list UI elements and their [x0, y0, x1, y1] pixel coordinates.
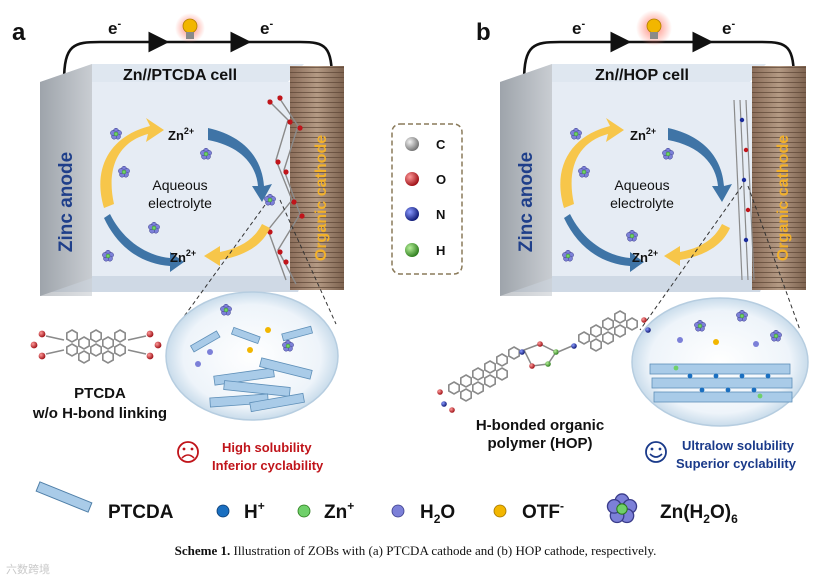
- panel-letter-b: b: [476, 19, 491, 46]
- ptcda-stick-icon: [35, 481, 93, 513]
- cell-title-b: Zn//HOP cell: [595, 67, 689, 84]
- svg-text:Zn2+: Zn2+: [630, 126, 656, 143]
- property-b-line2: Superior cyclability: [676, 456, 797, 471]
- ptcda-molecule-model: [30, 329, 162, 364]
- electrolyte-label-b-line1: Aqueous: [614, 177, 669, 193]
- yellow-ion-arrow-b-bottom: [664, 224, 730, 266]
- panel-letter-a: a: [12, 19, 26, 46]
- cell-box-top-a: [40, 64, 304, 82]
- electrolyte-label-a-line1: Aqueous: [152, 177, 207, 193]
- electron-label-b-right: e: [722, 19, 731, 38]
- dissolved-ptcda-sticks-a: [189, 325, 314, 413]
- anode-label-b: Zinc anode: [516, 152, 537, 252]
- legend-h: H: [244, 502, 258, 523]
- water-molecule-icon: [391, 504, 405, 518]
- species-legend: PTCDA H+ Zn+ H2O OTF- Zn(H2O)6: [35, 481, 738, 526]
- hop-stacked-layers-b: [649, 363, 793, 403]
- blue-ion-arrow-b-bottom: [564, 214, 644, 272]
- molecule-name-a-line1: PTCDA: [74, 385, 126, 402]
- panel-a: a e- e- Zn//PTCDA cell Zinc anode Organi…: [12, 13, 344, 473]
- hop-molecule-model: [437, 310, 651, 413]
- electrolyte-label-b-line2: electrolyte: [610, 195, 674, 211]
- ion-label-b-bottom: Zn: [632, 250, 648, 265]
- caption-text: Illustration of ZOBs with (a) PTCDA cath…: [233, 543, 657, 558]
- svg-text:e-: e-: [572, 18, 585, 38]
- zoom-bubble-a: [165, 291, 339, 421]
- blue-ion-arrow-a-bottom: [104, 214, 184, 272]
- svg-text:Zn+: Zn+: [324, 499, 354, 523]
- happy-face-icon: [645, 441, 667, 463]
- zinc-ion-icon: [297, 504, 311, 518]
- property-a-line1: High solubility: [222, 440, 312, 455]
- atom-key-o: O: [436, 172, 446, 187]
- blue-ion-arrow-b-top: [668, 128, 732, 202]
- yellow-ion-arrow-b: [560, 118, 624, 208]
- legend-zn: Zn: [324, 502, 347, 523]
- carbon-atom-icon: [405, 137, 419, 151]
- svg-text:e-: e-: [260, 18, 273, 38]
- cathode-label-a: Organic cathode: [313, 135, 330, 261]
- anode-label-a: Zinc anode: [56, 152, 77, 252]
- atom-key-c: C: [436, 137, 446, 152]
- light-bulb-icon: [636, 10, 672, 46]
- oxygen-atom-icon: [405, 172, 419, 186]
- zoom-bubble-b: [631, 297, 809, 427]
- scheme-figure: a e- e- Zn//PTCDA cell Zinc anode Organi…: [12, 10, 809, 526]
- hydrogen-atom-icon: [405, 243, 419, 257]
- electron-label-a-right: e: [260, 19, 269, 38]
- svg-text:Zn2+: Zn2+: [168, 126, 194, 143]
- legend-h2o: H: [420, 502, 434, 523]
- svg-text:Zn2+: Zn2+: [632, 248, 658, 265]
- yellow-ion-arrow-a-bottom: [204, 224, 270, 266]
- legend-ptcda: PTCDA: [108, 502, 174, 523]
- ion-label-a-top: Zn: [168, 128, 184, 143]
- light-bulb-icon: [175, 13, 205, 43]
- hydrated-zinc-complex-icon: [606, 493, 638, 524]
- sad-face-icon: [177, 441, 199, 463]
- triflate-anion-icon: [493, 504, 507, 518]
- property-a-line2: Inferior cyclability: [212, 458, 324, 473]
- svg-text:Zn(H2O)6: Zn(H2O)6: [660, 502, 738, 526]
- svg-text:e-: e-: [722, 18, 735, 38]
- cell-title-a: Zn//PTCDA cell: [123, 67, 237, 84]
- nitrogen-atom-icon: [405, 207, 419, 221]
- watermark: 六数跨境: [6, 563, 50, 576]
- svg-text:OTF-: OTF-: [522, 499, 564, 523]
- caption-label: Scheme 1.: [174, 543, 231, 558]
- electrolyte-label-a-line2: electrolyte: [148, 195, 212, 211]
- circuit-wire-a: [62, 40, 334, 83]
- atom-key: C O N H: [391, 123, 463, 275]
- hop-crystal-layer-b: [733, 99, 755, 281]
- atom-key-n: N: [436, 207, 445, 222]
- molecule-name-a-line2: w/o H-bond linking: [32, 405, 167, 422]
- svg-text:H2O: H2O: [420, 502, 455, 526]
- panel-b: b e- e- Zn//HOP cell Zinc anode Organic …: [437, 10, 809, 471]
- ptcda-crystal-strands-a: [267, 95, 305, 285]
- ion-label-b-top: Zn: [630, 128, 646, 143]
- electron-label-b-left: e: [572, 19, 581, 38]
- atom-key-h: H: [436, 243, 445, 258]
- figure-caption: Scheme 1. Illustration of ZOBs with (a) …: [0, 543, 831, 559]
- legend-complex: Zn(H: [660, 502, 703, 523]
- svg-text:Zn2+: Zn2+: [170, 248, 196, 265]
- svg-text:e-: e-: [108, 18, 121, 38]
- svg-text:H+: H+: [244, 499, 265, 523]
- blue-ion-arrow-a-top: [208, 128, 272, 202]
- proton-icon: [216, 504, 230, 518]
- ion-label-a-bottom: Zn: [170, 250, 186, 265]
- molecule-name-b-line1: H-bonded organic: [476, 417, 604, 434]
- electron-label-a-left: e: [108, 19, 117, 38]
- molecule-name-b-line2: polymer (HOP): [487, 435, 592, 452]
- cathode-label-b: Organic cathode: [775, 135, 792, 261]
- property-b-line1: Ultralow solubility: [682, 438, 795, 453]
- yellow-ion-arrow-a: [100, 118, 164, 208]
- legend-otf: OTF: [522, 502, 560, 523]
